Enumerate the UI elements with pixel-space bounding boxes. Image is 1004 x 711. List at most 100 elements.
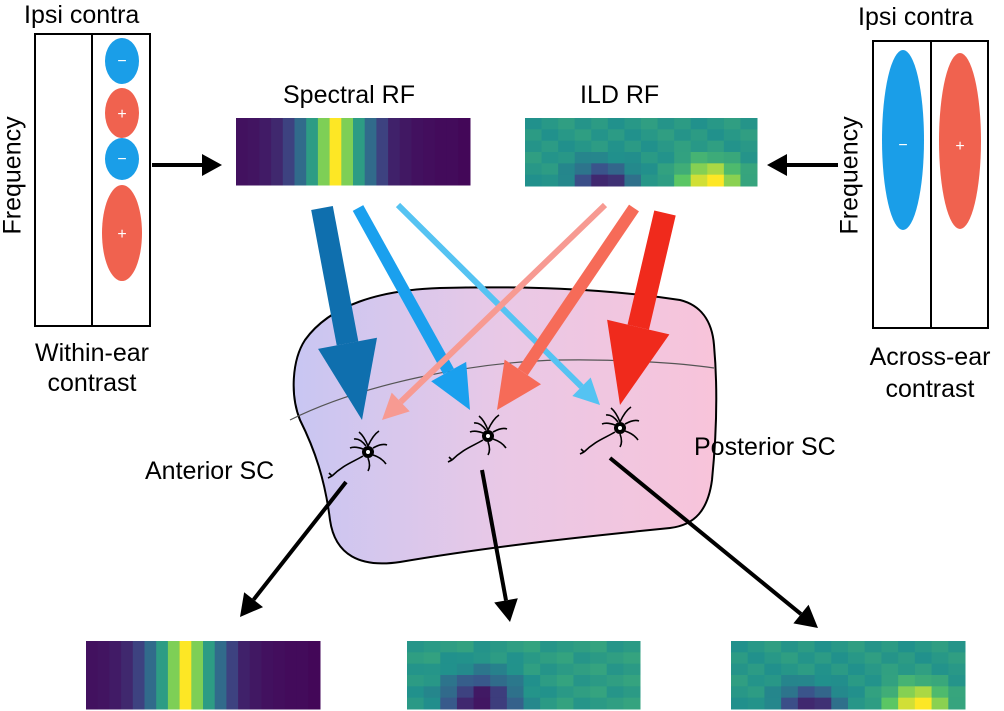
- within-ear-to-spectral-arrow: [152, 154, 222, 176]
- posterior-neuron-icon: [579, 406, 640, 455]
- heatmap-cell: [458, 118, 471, 186]
- heatmap-cell: [434, 118, 448, 186]
- heatmap-cell: [781, 675, 799, 687]
- heatmap-cell: [948, 675, 966, 687]
- heatmap-cell: [624, 152, 642, 164]
- heatmap-cell: [506, 663, 524, 676]
- heatmap-cell: [523, 652, 541, 665]
- heatmap-cell: [607, 118, 625, 130]
- heatmap-cell: [456, 697, 475, 710]
- heatmap-cell: [423, 675, 441, 687]
- heatmap-cell: [898, 697, 916, 710]
- heatmap-cell: [306, 118, 319, 186]
- heatmap-cell: [423, 697, 441, 710]
- heatmap-cell: [914, 663, 933, 676]
- output-rf-posterior-strip: [731, 641, 966, 710]
- heatmap-cell: [440, 697, 458, 710]
- heatmap-cell: [411, 118, 424, 186]
- across-ear-blob-contra: [939, 53, 981, 229]
- heatmap-cell: [540, 675, 558, 687]
- heatmap-cell: [764, 675, 782, 687]
- heatmap-cell: [723, 129, 741, 142]
- heatmap-cell: [641, 163, 659, 176]
- heatmap-cell: [308, 641, 321, 710]
- heatmap-cell: [273, 641, 286, 710]
- heatmap-cell: [814, 697, 832, 710]
- heatmap-cell: [247, 118, 260, 186]
- heatmap-cell: [723, 174, 741, 187]
- heatmap-cell: [607, 152, 625, 164]
- heatmap-cell: [740, 140, 758, 153]
- heatmap-cell: [814, 663, 832, 676]
- heatmap-cell: [317, 118, 331, 186]
- heatmap-cell: [261, 641, 274, 710]
- heatmap-cell: [523, 675, 541, 687]
- heatmap-cell: [690, 118, 708, 130]
- heatmap-cell: [456, 641, 475, 653]
- heatmap-cell: [440, 652, 458, 665]
- heatmap-cell: [764, 686, 782, 699]
- neurons-layer: [327, 406, 640, 479]
- heatmap-cell: [764, 652, 782, 665]
- heatmap-cell: [473, 641, 491, 653]
- heatmap-cell: [707, 129, 725, 142]
- heatmap-cell: [848, 641, 866, 653]
- heatmap-cell: [259, 118, 272, 186]
- heatmap-cell: [674, 118, 692, 130]
- across-ear-caption-line1: Across-ear: [869, 343, 991, 371]
- spectral-to-anterior-arrow: [311, 205, 378, 420]
- heatmap-cell: [914, 686, 933, 699]
- heatmap-cell: [238, 641, 251, 710]
- heatmap-cell: [781, 686, 799, 699]
- heatmap-cell: [574, 118, 592, 130]
- heatmap-cell: [364, 118, 377, 186]
- heatmap-cell: [440, 641, 458, 653]
- heatmap-cell: [864, 697, 882, 710]
- heatmap-cell: [490, 697, 508, 710]
- heatmap-cell: [456, 652, 475, 665]
- heatmap-cell: [574, 152, 592, 164]
- heatmap-cell: [249, 641, 262, 710]
- heatmap-cell: [814, 686, 832, 699]
- heatmap-cell: [573, 675, 591, 687]
- heatmap-cell: [523, 663, 541, 676]
- heatmap-cell: [848, 697, 866, 710]
- heatmap-cell: [881, 697, 899, 710]
- heatmap-cell: [473, 697, 491, 710]
- heatmap-cell: [456, 663, 475, 676]
- heatmap-cell: [226, 641, 239, 710]
- heatmap-cell: [707, 140, 725, 153]
- heatmap-cell: [523, 686, 541, 699]
- heatmap-cell: [764, 641, 782, 653]
- heatmap-cell: [407, 686, 425, 699]
- heatmap-cell: [506, 641, 524, 653]
- heatmap-cell: [558, 163, 576, 176]
- heatmap-cell: [573, 641, 591, 653]
- heatmap-cell: [690, 174, 708, 187]
- across-ear-panel: − +: [872, 40, 989, 329]
- spectral-rf-title: Spectral RF: [283, 81, 415, 109]
- heatmap-cell: [573, 697, 591, 710]
- heatmap-cell: [747, 652, 765, 665]
- heatmap-cell: [914, 675, 933, 687]
- heatmap-cell: [797, 641, 816, 653]
- heatmap-cell: [624, 174, 642, 187]
- heatmap-cell: [456, 675, 475, 687]
- heatmap-cell: [525, 129, 543, 142]
- heatmap-cell: [191, 641, 204, 710]
- heatmap-cell: [881, 675, 899, 687]
- heatmap-cell: [931, 675, 949, 687]
- heatmap-cell: [797, 675, 816, 687]
- heatmap-cell: [624, 163, 642, 176]
- heatmap-cell: [556, 697, 574, 710]
- posterior-neuron-output-arrow: [608, 456, 818, 628]
- heatmap-cell: [881, 663, 899, 676]
- heatmap-cell: [781, 652, 799, 665]
- across-ear-frequency-label: Frequency: [835, 116, 864, 235]
- heatmap-cell: [573, 652, 591, 665]
- heatmap-cell: [931, 641, 949, 653]
- heatmap-cell: [556, 686, 574, 699]
- spectral-rf-strip: [236, 118, 471, 186]
- heatmap-cell: [591, 152, 609, 164]
